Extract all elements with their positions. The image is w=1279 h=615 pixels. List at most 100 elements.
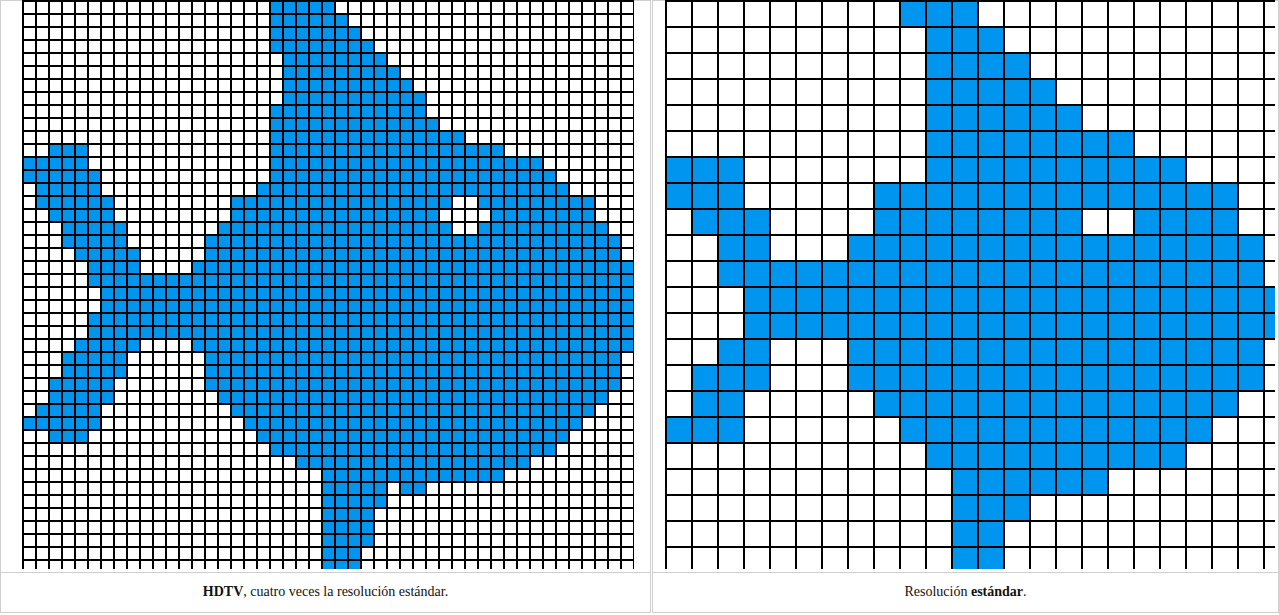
grid-line [308, 0, 310, 569]
pixel [1107, 286, 1133, 312]
grid-line [568, 0, 570, 569]
pixel [1081, 182, 1107, 208]
pixel [1107, 364, 1133, 390]
pixel [1029, 130, 1055, 156]
pixel [1107, 312, 1133, 338]
pixel [873, 260, 899, 286]
pixel [743, 234, 769, 260]
pixel [1159, 416, 1185, 442]
pixel [951, 468, 977, 494]
grid-line [665, 260, 1275, 262]
grid-line [22, 130, 634, 132]
pixel [1211, 390, 1237, 416]
pixel [925, 26, 951, 52]
grid-line [1263, 0, 1265, 569]
pixel [899, 0, 925, 26]
grid-line [22, 377, 634, 379]
pixel [1211, 234, 1237, 260]
grid-line [22, 26, 634, 28]
grid-line [490, 0, 492, 569]
pixel [899, 260, 925, 286]
pixel [717, 260, 743, 286]
grid-line [607, 0, 609, 569]
pixel [1029, 286, 1055, 312]
grid-line [35, 0, 37, 569]
pixel [847, 260, 873, 286]
grid-line [22, 104, 634, 106]
grid-line [334, 0, 336, 569]
pixel [1003, 312, 1029, 338]
pixel [821, 312, 847, 338]
pixel [977, 520, 1003, 546]
pixel [1055, 130, 1081, 156]
pixel [821, 286, 847, 312]
pixel [1185, 338, 1211, 364]
pixel [1003, 260, 1029, 286]
grid-line [22, 455, 634, 457]
grid-line [665, 156, 1275, 158]
grid-line [1211, 0, 1213, 569]
pixel [691, 208, 717, 234]
pixel [1211, 364, 1237, 390]
grid-line [178, 0, 180, 569]
pixel [743, 208, 769, 234]
grid-line [594, 0, 596, 569]
pixel [951, 416, 977, 442]
grid-line [22, 52, 634, 54]
pixel [1237, 234, 1263, 260]
pixel [1211, 312, 1237, 338]
pixel [1237, 260, 1263, 286]
pixel [1029, 104, 1055, 130]
pixel [743, 260, 769, 286]
pixel [1055, 234, 1081, 260]
pixel [1055, 286, 1081, 312]
pixel [925, 52, 951, 78]
pixel [847, 234, 873, 260]
pixel [1003, 182, 1029, 208]
pixel [1185, 260, 1211, 286]
pixel [1107, 442, 1133, 468]
pixel [1133, 208, 1159, 234]
grid-line [191, 0, 193, 569]
grid-line [87, 0, 89, 569]
pixel [1185, 312, 1211, 338]
grid-line [74, 0, 76, 569]
pixel [951, 208, 977, 234]
grid-line [22, 65, 634, 67]
grid-line [665, 52, 1275, 54]
pixel [1237, 364, 1263, 390]
pixel [1055, 312, 1081, 338]
grid-line [126, 0, 128, 569]
grid-line [847, 0, 849, 569]
pixel [1133, 312, 1159, 338]
grid-line [22, 559, 634, 561]
pixel [977, 104, 1003, 130]
pixel [1055, 182, 1081, 208]
pixel [977, 182, 1003, 208]
pixel [873, 338, 899, 364]
grid-line [665, 520, 1275, 522]
pixel [899, 338, 925, 364]
pixel [899, 234, 925, 260]
pixel [1055, 208, 1081, 234]
pixel [1107, 260, 1133, 286]
pixel [1159, 442, 1185, 468]
pixel [1133, 442, 1159, 468]
caption-text: , cuatro veces la resolución estándar. [243, 584, 448, 599]
grid-line [665, 0, 1275, 2]
grid-line [22, 468, 634, 470]
pixel [925, 0, 951, 26]
grid-line [22, 364, 634, 366]
pixel [743, 312, 769, 338]
grid-line [22, 286, 634, 288]
pixel [1081, 312, 1107, 338]
pixel [1029, 234, 1055, 260]
grid-line [386, 0, 388, 569]
grid-line [22, 182, 634, 184]
grid-line [665, 130, 1275, 132]
grid-line [665, 312, 1275, 314]
pixel [1003, 208, 1029, 234]
pixel [1029, 312, 1055, 338]
caption-rule [1, 572, 650, 573]
pixel [691, 416, 717, 442]
